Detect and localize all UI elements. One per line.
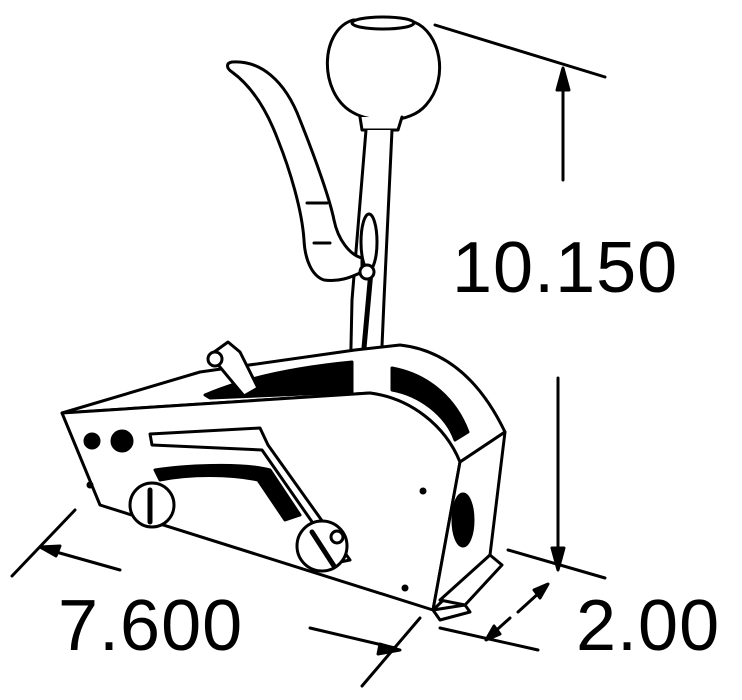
height-dimension-lines — [433, 23, 607, 580]
length-dimension-label: 7.600 — [58, 586, 244, 666]
mounting-foot — [431, 553, 504, 622]
length-dimension-lines — [10, 508, 422, 688]
width-dimension-lines — [438, 582, 550, 652]
width-dimension-label: 2.00 — [576, 586, 721, 666]
height-dimension-label: 10.150 — [452, 228, 679, 308]
shift-knob — [325, 15, 442, 132]
trigger-handle — [226, 60, 379, 282]
shifter-housing — [60, 340, 507, 612]
